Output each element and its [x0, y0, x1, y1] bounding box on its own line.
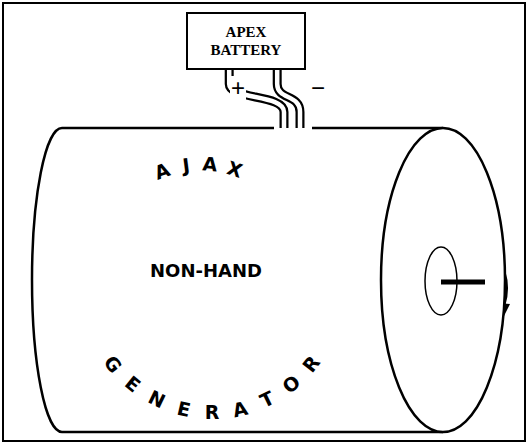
- end-face: [381, 128, 505, 432]
- battery-box: APEX BATTERY: [186, 12, 306, 70]
- cylinder-outline: [30, 126, 510, 434]
- polarity-sign: +: [230, 76, 246, 100]
- wire: [277, 70, 300, 128]
- shaft: [441, 280, 485, 285]
- wire-core: [277, 70, 300, 128]
- brand-arc-text: AJAX: [30, 126, 31, 127]
- generator-cylinder: AJAX NON-HAND GENERATOR: [30, 126, 510, 434]
- model-text: NON-HAND: [150, 260, 262, 281]
- battery-label: APEX BATTERY: [198, 23, 294, 59]
- top-edge: [62, 127, 443, 130]
- left-end: [32, 128, 62, 432]
- bottom-edge: [62, 431, 443, 434]
- wire-outline: [277, 70, 300, 128]
- type-arc-text: GENERATOR: [30, 126, 31, 127]
- polarity-sign: −: [310, 76, 326, 100]
